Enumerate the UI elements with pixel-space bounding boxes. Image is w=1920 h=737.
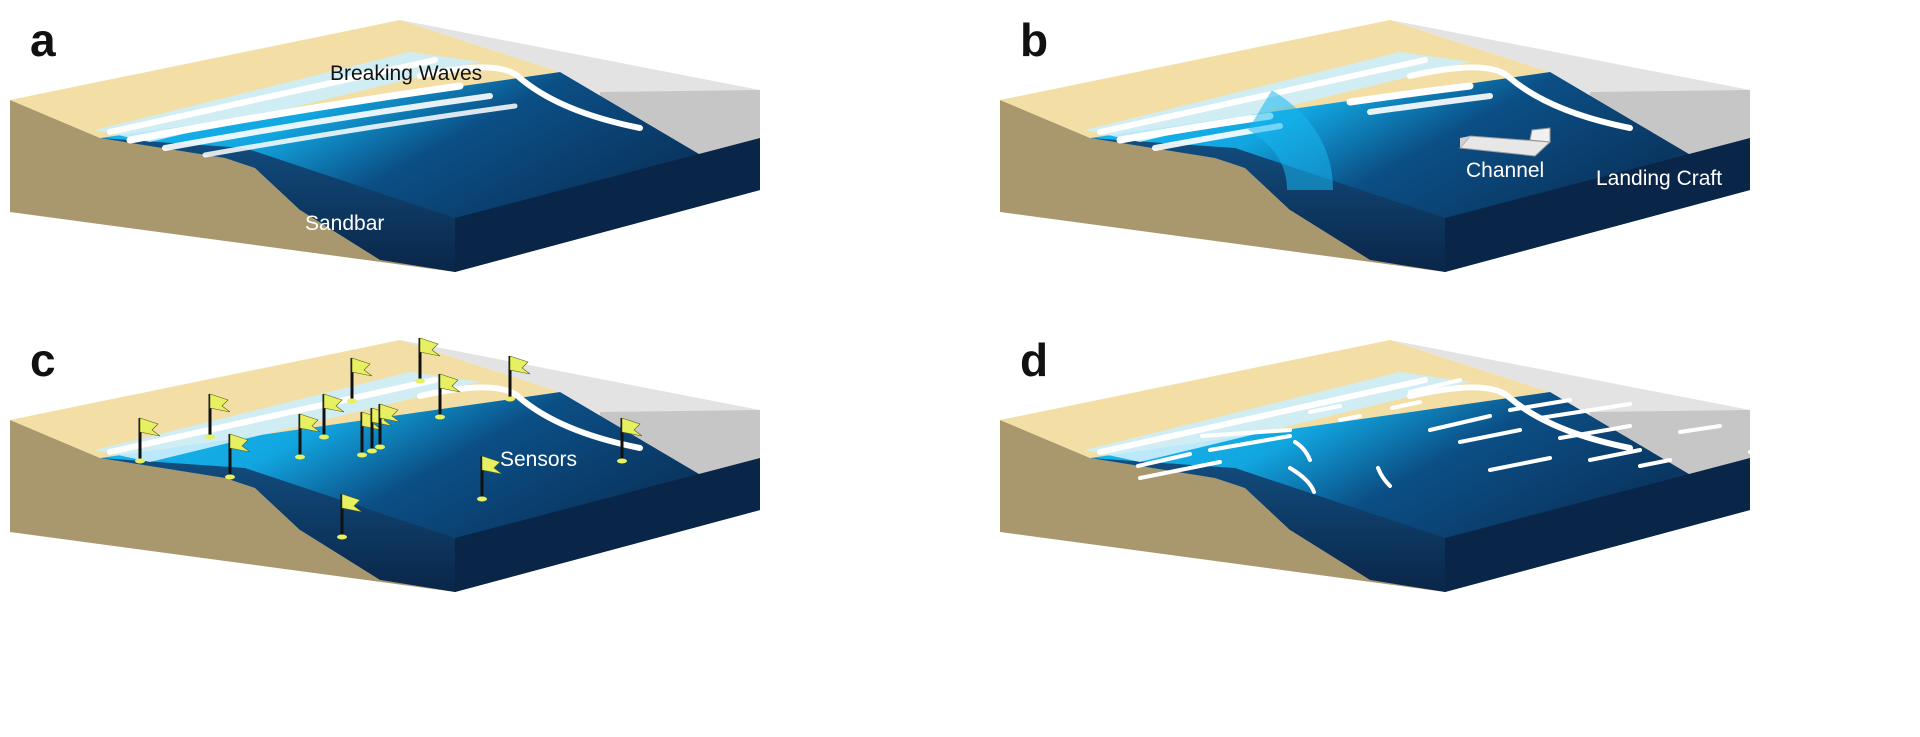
current-arrow-icon — [1638, 458, 1672, 468]
current-arrow-icon — [1558, 424, 1632, 440]
current-arrow-icon — [1390, 400, 1422, 410]
current-arrow-icon — [1488, 456, 1552, 472]
panel-a: a Breaking Waves Sandbar — [10, 14, 760, 272]
wave-crest-line — [162, 93, 493, 151]
current-arrows — [1136, 378, 1762, 494]
current-arrow-icon — [1408, 378, 1462, 394]
current-arrow-icon — [1338, 414, 1362, 422]
panel-letter: a — [30, 14, 56, 66]
wave-crest-line — [202, 103, 518, 158]
panel-letter: b — [1020, 14, 1048, 66]
current-arrow-icon — [1748, 448, 1762, 454]
current-arrow-icon — [1308, 404, 1342, 414]
current-arrow-icon — [1200, 428, 1292, 438]
wave-crest-line — [1116, 112, 1274, 144]
current-arrow-icon — [1288, 466, 1316, 494]
current-arrow-icon — [1458, 428, 1522, 444]
current-arrow-icon — [1678, 424, 1722, 434]
panel-letter: c — [30, 334, 56, 386]
channel-label: Channel — [1466, 159, 1544, 182]
current-arrow-icon — [1538, 402, 1632, 420]
panel-c: c Sensors — [10, 334, 760, 592]
landing-craft — [1459, 127, 1552, 157]
wave-crest-line — [1346, 82, 1474, 106]
breaking-waves-label: Breaking Waves — [330, 62, 482, 85]
current-arrow-icon — [1208, 434, 1292, 452]
panel-b: b Channel Landing Craft — [1000, 14, 1750, 272]
current-arrow-icon — [1136, 452, 1192, 468]
panel-d: d — [1000, 334, 1762, 592]
wave-crest-line — [126, 82, 464, 144]
sensors-label: Sensors — [500, 448, 577, 471]
rip-channel — [1247, 90, 1333, 191]
panel-letter: d — [1020, 334, 1048, 386]
sandbar-label: Sandbar — [305, 212, 384, 235]
current-arrow-icon — [1376, 466, 1392, 488]
current-arrow-icon — [1293, 440, 1312, 462]
current-arrow-icon — [1508, 398, 1572, 412]
current-arrow-icon — [1428, 414, 1492, 432]
current-arrow-icon — [1138, 460, 1222, 480]
wave-crest-line — [1367, 93, 1493, 115]
current-arrow-icon — [1588, 448, 1642, 462]
landing-craft-label: Landing Craft — [1596, 167, 1722, 190]
